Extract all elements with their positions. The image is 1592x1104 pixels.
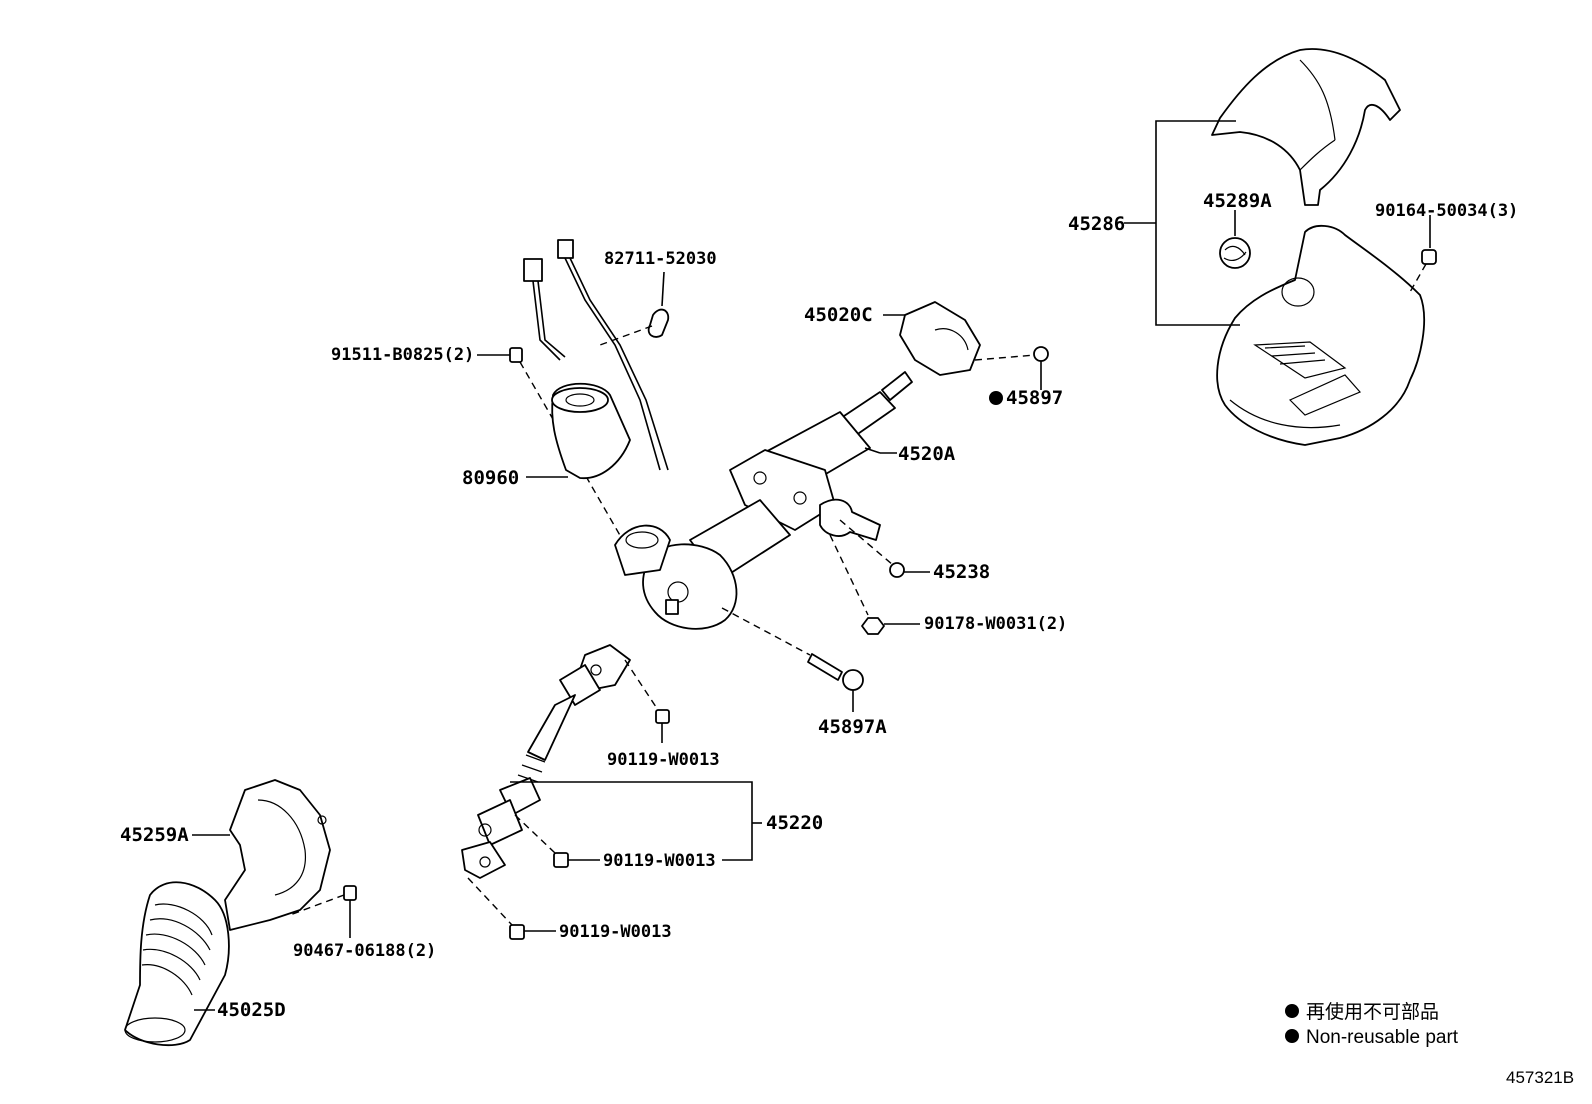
bracket-45220 <box>510 781 753 861</box>
wire-harness <box>523 239 669 471</box>
legend-japanese: 再使用不可部品 <box>1306 1001 1439 1023</box>
label-45025D: 45025D <box>217 999 286 1021</box>
label-90119-W0013-b: 90119-W0013 <box>603 851 716 871</box>
column-hole-cover-45259A <box>192 779 331 931</box>
intermediate-shaft-45220 <box>461 644 631 879</box>
label-45286: 45286 <box>1068 213 1125 235</box>
boot-45025D <box>124 881 230 1047</box>
label-45220: 45220 <box>766 812 823 834</box>
legend: 再使用不可部品 Non-reusable part <box>1285 1001 1459 1048</box>
label-45897: 45897 <box>1006 387 1063 409</box>
nut-90178 <box>829 534 920 635</box>
label-45289A: 45289A <box>1203 190 1272 212</box>
bolt-90119-c <box>467 877 556 940</box>
nut-45238 <box>839 519 930 578</box>
diagram-code: 457321B <box>1506 1068 1574 1087</box>
lock-45020C <box>883 301 1036 376</box>
label-82711-52030: 82711-52030 <box>604 249 717 269</box>
label-45020C: 45020C <box>804 304 873 326</box>
legend-dot-1 <box>1285 1004 1299 1018</box>
clamp-82711 <box>599 271 670 346</box>
emblem-45289A <box>1219 210 1251 269</box>
column-cover-upper <box>1211 48 1401 206</box>
motor-80960 <box>526 382 631 479</box>
bolt-90119-a <box>624 659 670 743</box>
bolt-90119-b <box>514 814 600 868</box>
label-90164-50034: 90164-50034(3) <box>1375 201 1518 221</box>
bolt-90467 <box>289 885 357 938</box>
label-45259A: 45259A <box>120 824 189 846</box>
label-91511-B0825: 91511-B0825(2) <box>331 345 474 365</box>
bracket-45286 <box>1155 120 1240 326</box>
label-90467-06188: 90467-06188(2) <box>293 941 436 961</box>
legend-dot-2 <box>1285 1029 1299 1043</box>
steering-column-4520A <box>614 371 913 630</box>
label-80960: 80960 <box>462 467 519 489</box>
label-45238: 45238 <box>933 561 990 583</box>
bolt-45897A <box>721 607 864 712</box>
label-90178-W0031: 90178-W0031(2) <box>924 614 1067 634</box>
label-4520A: 4520A <box>898 443 956 465</box>
screw-90164 <box>1409 215 1437 293</box>
bolt-45897 <box>989 346 1049 405</box>
column-cover-lower <box>1216 225 1426 446</box>
label-90119-W0013-a: 90119-W0013 <box>607 750 720 770</box>
label-45897A: 45897A <box>818 716 887 738</box>
legend-english: Non-reusable part <box>1306 1027 1459 1048</box>
label-90119-W0013-c: 90119-W0013 <box>559 922 672 942</box>
